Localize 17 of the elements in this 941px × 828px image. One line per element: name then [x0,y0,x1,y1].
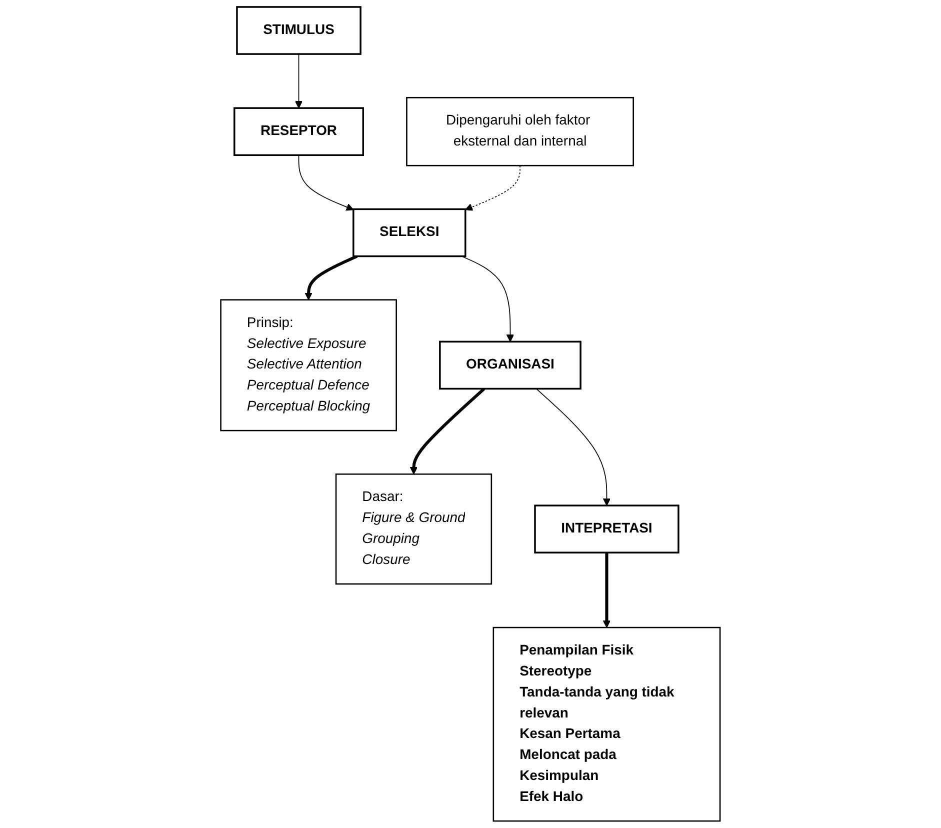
node-box: Prinsip: Selective Exposure Selective Attention Perceptual Defence Perceptual Blocking [220,299,398,432]
node-box: Penampilan Fisik Stereotype Tanda-tanda yang tidak relevan Kesan Pertama Meloncat pada Kesimpulan Efek Halo [492,626,721,822]
node-box: Dasar: Figure & Ground Grouping Closure [335,473,492,585]
arrow [602,552,611,628]
arrow [536,388,611,506]
node-box: Dipengaruhi oleh faktor eksternal dan internal [406,96,634,166]
arrow [304,254,358,300]
arrow [465,165,521,211]
node-box: STIMULUS [236,6,362,55]
arrow [298,154,354,211]
node-box: SELEKSI [352,208,466,258]
node-box: INTEPRETASI [534,504,680,554]
arrow [295,54,303,108]
node-box: RESEPTOR [234,107,364,156]
arrow [410,388,486,474]
arrow [461,256,514,342]
node-box: ORGANISASI [439,340,582,390]
